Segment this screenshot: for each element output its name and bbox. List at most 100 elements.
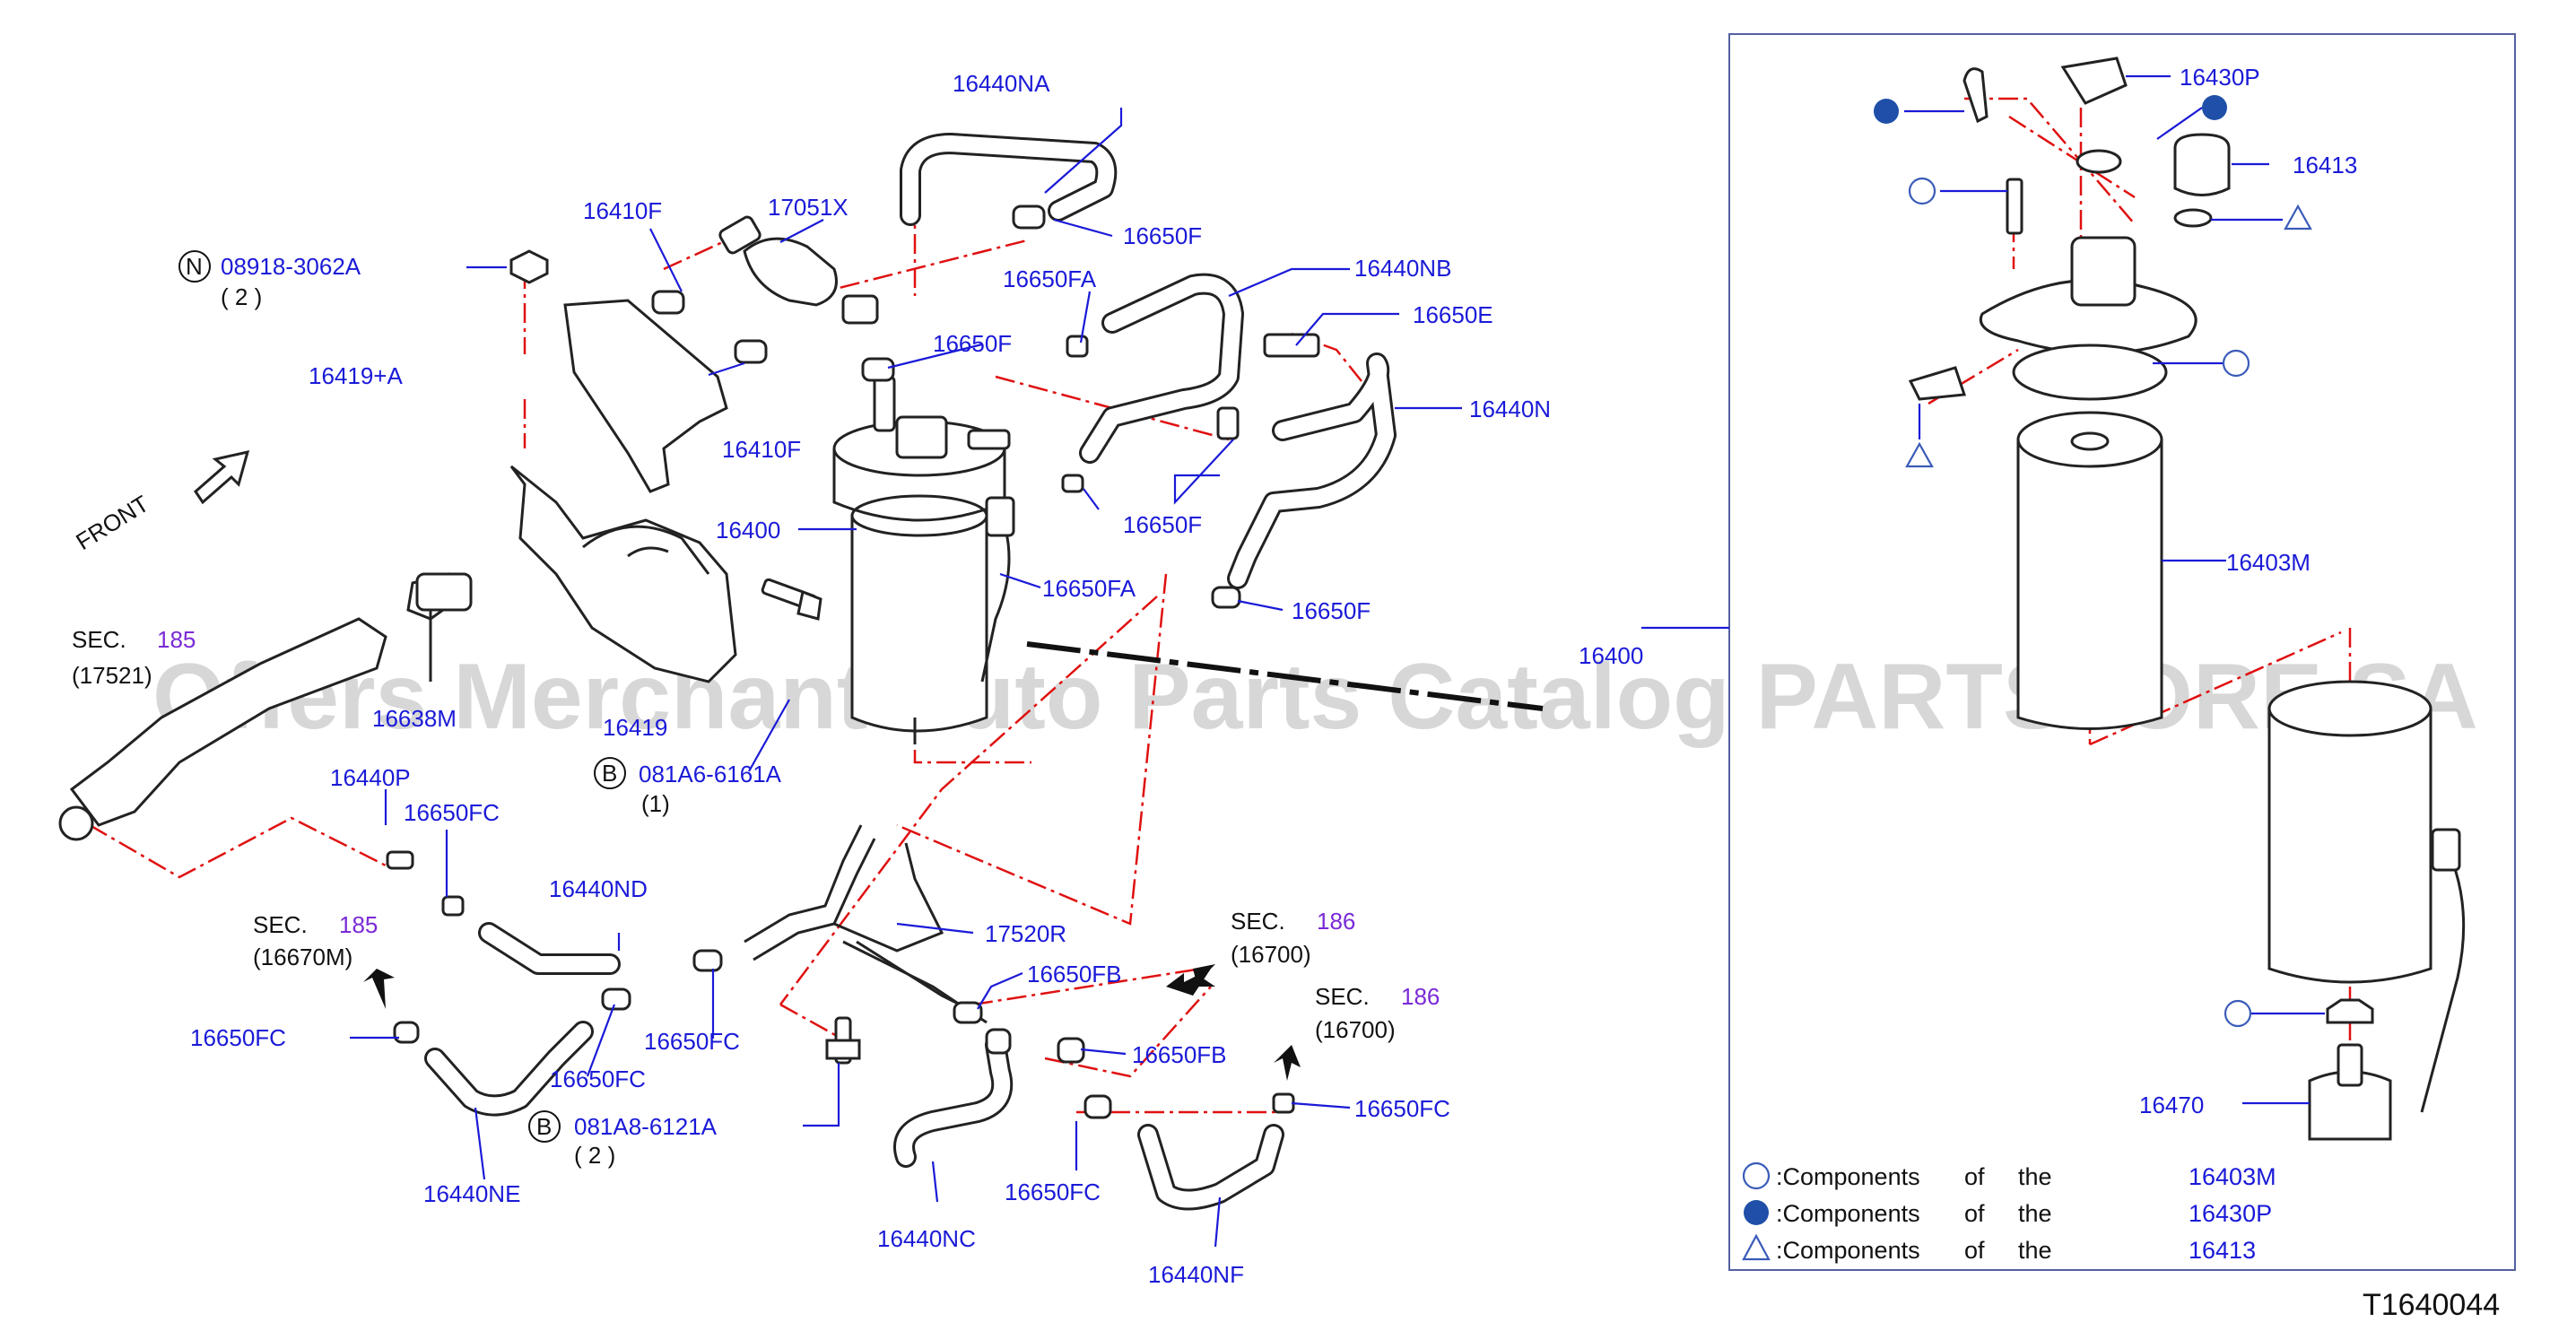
- label-16650fc-bottom: 16650FC: [1005, 1179, 1101, 1205]
- open-circle-icon: [1742, 1161, 1771, 1190]
- label-16650f-lower: 16650F: [1292, 597, 1371, 624]
- label-16650fb-top: 16650FB: [1027, 961, 1122, 987]
- label-16419: 16419: [603, 714, 667, 741]
- svg-text:of: of: [1964, 1163, 1985, 1190]
- open-circle-marker-1: [1908, 177, 1936, 205]
- svg-text:the: the: [2018, 1237, 2052, 1264]
- label-16650e: 16650E: [1413, 301, 1493, 328]
- label-16638m: 16638M: [372, 705, 457, 732]
- svg-text:N: N: [186, 253, 203, 280]
- label-16440nf: 16440NF: [1148, 1261, 1244, 1288]
- label-16650fc-top: 16650FC: [404, 799, 500, 826]
- label-17520r: 17520R: [985, 920, 1066, 947]
- label-08918-3062a: 08918-3062A: [221, 253, 361, 280]
- label-16400: 16400: [716, 517, 780, 544]
- svg-text:SEC.: SEC.: [1315, 983, 1370, 1010]
- label-08918-qty: ( 2 ): [221, 283, 262, 310]
- open-circle-marker-2: [2222, 349, 2250, 378]
- circle-mark-n: N: [178, 250, 211, 283]
- front-label: FRONT: [71, 490, 153, 555]
- triangle-icon: [1742, 1233, 1771, 1261]
- label-081a8-qty: ( 2 ): [574, 1142, 615, 1169]
- svg-text:of: of: [1964, 1200, 1985, 1227]
- label-16650f-right: 16650F: [1123, 511, 1202, 538]
- clamp-icons: [386, 204, 1320, 1119]
- label-16410f-bottom: 16410F: [722, 436, 801, 463]
- label-16403m: 16403M: [2226, 549, 2311, 576]
- svg-text::Components: :Components: [1776, 1237, 1920, 1264]
- part-labels: 16440NA 17051X 16410F 16650F 08918-3062A…: [190, 64, 2357, 1288]
- leader-lines: [350, 74, 2325, 1248]
- section-ref-4: SEC. 186 (16700): [1315, 983, 1440, 1043]
- svg-text:the: the: [2018, 1200, 2052, 1227]
- hose-16440ne: [424, 1021, 594, 1117]
- label-16413: 16413: [2293, 152, 2357, 178]
- legend-row-open-circle: :Components of the 16403M: [1742, 1161, 2276, 1190]
- label-16650fa-bottom: 16650FA: [1042, 575, 1136, 602]
- label-16440ne: 16440NE: [423, 1180, 520, 1207]
- svg-text:(16670M): (16670M): [253, 944, 352, 970]
- sec-arrow-icons: [363, 964, 1301, 1081]
- label-16470: 16470: [2139, 1092, 2204, 1118]
- label-16650f-top: 16650F: [1123, 222, 1202, 249]
- svg-text:186: 186: [1317, 908, 1355, 935]
- label-16650fc-left: 16650FC: [190, 1024, 286, 1051]
- svg-text:185: 185: [339, 911, 378, 938]
- hose-16440nc: [893, 1034, 1014, 1168]
- label-16440nc: 16440NC: [877, 1225, 976, 1252]
- svg-text:of: of: [1964, 1237, 1985, 1264]
- filter-bracket: [509, 299, 737, 683]
- hose-16440n: [1227, 352, 1397, 589]
- label-16650fc-right: 16650FC: [1354, 1095, 1450, 1122]
- svg-text:the: the: [2018, 1163, 2052, 1190]
- label-16650fc-mid: 16650FC: [644, 1028, 740, 1055]
- svg-text::Components: :Components: [1776, 1163, 1920, 1190]
- label-16650fb-bottom: 16650FB: [1132, 1041, 1227, 1068]
- tube-17520r: [744, 824, 988, 1024]
- filled-circle-marker-1: [1874, 99, 1899, 124]
- fuel-tube-17051x: [718, 215, 879, 325]
- section-ref-1: SEC. 185 (17521): [72, 626, 196, 689]
- detail-connector: [1026, 641, 1544, 711]
- sensor-16638m: [415, 572, 473, 682]
- label-16440nd: 16440ND: [549, 875, 648, 902]
- legend-row-triangle: :Components of the 16413: [1742, 1233, 2256, 1264]
- detail-parts: [1908, 57, 2466, 1141]
- legend-row-filled-circle: :Components of the 16430P: [1744, 1200, 2272, 1227]
- nut-08918-icon: [509, 249, 549, 284]
- svg-text:(17521): (17521): [72, 662, 152, 689]
- svg-text::Components: :Components: [1776, 1200, 1920, 1227]
- circle-mark-b2: B: [528, 1110, 561, 1143]
- label-16650fa-top: 16650FA: [1003, 265, 1097, 292]
- hose-16440nd: [478, 922, 621, 975]
- svg-text:185: 185: [157, 626, 196, 653]
- label-16440p: 16440P: [330, 764, 411, 791]
- label-17051x: 17051X: [768, 194, 849, 221]
- label-16440na: 16440NA: [953, 70, 1050, 97]
- label-16430p: 16430P: [2180, 64, 2260, 91]
- svg-text:16403M: 16403M: [2189, 1163, 2276, 1190]
- diagram-code: T1640044: [2363, 1288, 2500, 1322]
- bolt-081a8-icon: [825, 1016, 861, 1065]
- hose-16440na: [900, 133, 1118, 226]
- label-081a8-6121a: 081A8-6121A: [574, 1113, 718, 1140]
- detail-markers: [1874, 95, 2312, 1028]
- label-16650fc-low: 16650FC: [550, 1066, 646, 1092]
- triangle-marker-2: [1905, 441, 1934, 468]
- label-16650f-mid: 16650F: [933, 330, 1012, 357]
- svg-text:186: 186: [1401, 983, 1440, 1010]
- bolt-081a6-icon: [761, 578, 822, 621]
- triangle-marker-1: [2284, 204, 2312, 231]
- detail-box: [1728, 33, 2516, 1271]
- section-ref-3: SEC. 186 (16700): [1231, 908, 1355, 968]
- svg-text:16413: 16413: [2189, 1237, 2256, 1264]
- svg-text:16430P: 16430P: [2189, 1200, 2272, 1227]
- front-arrow-icon: [194, 449, 250, 505]
- svg-text:B: B: [536, 1113, 552, 1140]
- label-16419a: 16419+A: [309, 362, 403, 389]
- label-16440nb: 16440NB: [1354, 255, 1451, 282]
- filled-circle-icon: [1744, 1200, 1769, 1225]
- filled-circle-marker-2: [2202, 95, 2227, 120]
- circle-mark-b1: B: [594, 757, 626, 789]
